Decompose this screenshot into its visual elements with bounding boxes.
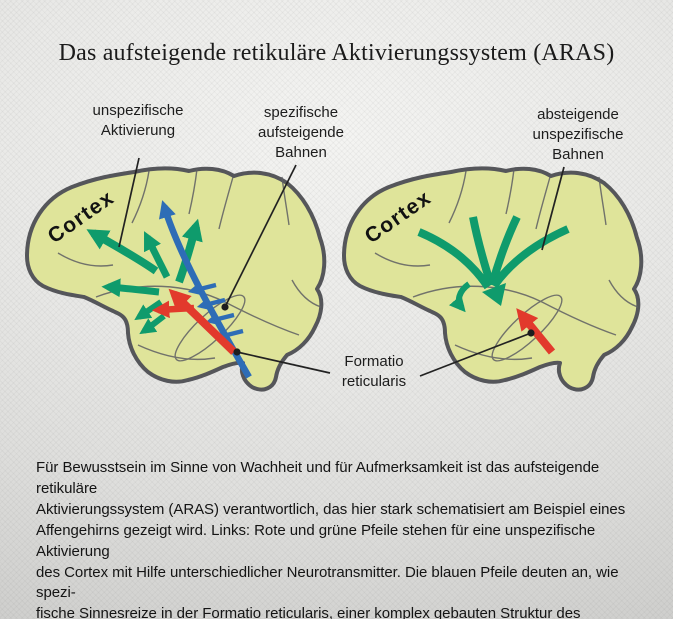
annotation-dot: [221, 303, 229, 311]
annotation-line-formatio-left: [236, 351, 331, 374]
green-arrow: [417, 228, 492, 290]
green-arrow: [86, 229, 159, 275]
annotation-lines: [118, 157, 565, 377]
green-arrow: [175, 218, 203, 284]
annotation-line-descending: [541, 166, 565, 251]
green-arrow: [488, 215, 521, 287]
annotation-dot: [527, 329, 535, 337]
label-specific-ascending: spezifische aufsteigende Bahnen: [258, 104, 344, 161]
annotation-line-ascending: [224, 164, 297, 308]
blue-branch-arrow: [205, 312, 235, 325]
green-arrow: [490, 225, 570, 289]
description-text: Für Bewusstsein im Sinne von Wachheit un…: [36, 459, 626, 619]
left-brain-shape: [25, 166, 327, 392]
red-main-arrow: [516, 308, 556, 355]
blue-ascending-arrows: [159, 200, 252, 379]
green-hook-arrow: [448, 281, 471, 313]
green-activation-arrows-left: [86, 218, 203, 335]
red-activation-arrows-left: [151, 288, 237, 355]
label-unspecific-activation: unspezifische Aktivierung: [92, 102, 184, 139]
label-formatio-reticularis: Formatio reticularis: [341, 353, 407, 390]
green-descending-arrows-right: [417, 215, 570, 313]
label-descending-unspecific: absteigende unspezifische Bahnen: [532, 106, 624, 163]
green-converged-arrowhead: [482, 283, 506, 306]
green-arrow: [101, 278, 160, 298]
annotation-line-unspecific: [118, 157, 140, 248]
annotation-line-formatio-right: [419, 332, 532, 377]
page-title: Das aufsteigende retikuläre Aktivierungs…: [58, 40, 615, 67]
green-arrow: [143, 231, 171, 279]
red-activation-arrow-right: [516, 308, 556, 355]
red-main-arrow: [168, 288, 237, 355]
red-branch-arrow: [151, 300, 195, 319]
blue-branch-arrow: [196, 297, 226, 310]
blue-branch-arrow: [187, 282, 217, 295]
annotation-dots: [221, 303, 535, 356]
annotation-dot: [233, 348, 241, 356]
green-arrow: [469, 216, 495, 287]
